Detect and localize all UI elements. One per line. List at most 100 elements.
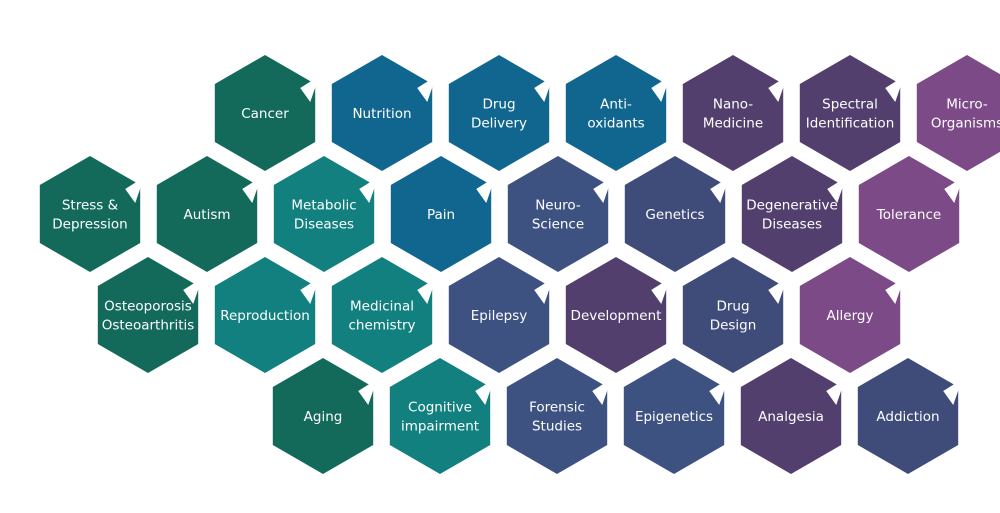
hex-notch [534, 278, 554, 304]
hex-notch [709, 379, 729, 405]
hex-label-line: Metabolic [291, 198, 356, 214]
hex-shape [214, 257, 316, 373]
hex-label-line: Osteoporosis [104, 299, 192, 315]
hex-notch [417, 76, 437, 102]
hex-neuroscience: Neuro- Science [507, 156, 613, 272]
hex-epilepsy: Epilepsy [448, 257, 554, 373]
hex-addiction: Addiction [857, 358, 963, 474]
hex-label: Anti-oxidants [587, 97, 644, 132]
hex-label: Stress &Depression [52, 198, 127, 233]
hex-shape [565, 257, 667, 373]
hex-notch [885, 278, 905, 304]
hex-notch [651, 278, 671, 304]
hex-label-line: Drug [482, 97, 515, 113]
hex-label: Cancer [241, 106, 289, 122]
hex-label-line: oxidants [587, 116, 644, 132]
hex-notch [476, 177, 496, 203]
hex-shape [331, 55, 433, 171]
hex-label-line: Anti- [600, 97, 632, 113]
hex-label-line: Genetics [645, 207, 704, 223]
hex-pain: Pain [390, 156, 496, 272]
hex-label-line: Medicinal [350, 299, 414, 315]
hex-notch [768, 278, 788, 304]
hex-notch [359, 177, 379, 203]
hex-shape [448, 257, 550, 373]
hex-notch [943, 379, 963, 405]
hex-label-line: Degenerative [746, 198, 838, 214]
hex-label: Tolerance [876, 207, 941, 223]
hex-label-line: Pain [427, 207, 455, 223]
hex-label-line: Organisms [931, 116, 1000, 132]
hex-shape [858, 156, 960, 272]
hex-notch [593, 177, 613, 203]
hex-label-line: Studies [532, 419, 582, 435]
hex-label: Genetics [645, 207, 704, 223]
hex-nutrition: Nutrition [331, 55, 437, 171]
hex-label-line: Spectral [822, 97, 878, 113]
hex-microorganisms: Micro- Organisms [916, 55, 1000, 171]
hex-shape [682, 55, 784, 171]
hex-shape [506, 358, 608, 474]
hex-notch [827, 177, 847, 203]
hex-label-line: Osteoarthritis [102, 318, 195, 334]
hex-notch [710, 177, 730, 203]
hex-shape [857, 358, 959, 474]
hex-shape [390, 156, 492, 272]
hex-label-line: Drug [716, 299, 749, 315]
hex-tolerance: Tolerance [858, 156, 964, 272]
hex-shape [331, 257, 433, 373]
hex-label-line: Addiction [876, 409, 939, 425]
hex-notch [534, 76, 554, 102]
hex-label: Autism [183, 207, 230, 223]
hex-nanomedicine: Nano-Medicine [682, 55, 788, 171]
hex-allergy: Allergy [799, 257, 905, 373]
hex-label-line: Development [571, 308, 662, 324]
hex-label-line: Delivery [471, 116, 527, 132]
hex-label: Micro- Organisms [931, 97, 1000, 132]
hex-label-line: Neuro- [535, 198, 581, 214]
hex-notch [768, 76, 788, 102]
hex-shape [97, 257, 199, 373]
hex-label-line: Science [532, 217, 584, 233]
hex-label-line: Depression [52, 217, 127, 233]
hex-shape [799, 257, 901, 373]
hex-shape [448, 55, 550, 171]
hex-shape [273, 156, 375, 272]
hex-shape [740, 358, 842, 474]
hex-notch [125, 177, 145, 203]
hex-shape [214, 55, 316, 171]
hex-shape [272, 358, 374, 474]
hex-notch [944, 177, 964, 203]
hex-notch [826, 379, 846, 405]
hex-label-line: Tolerance [876, 207, 941, 223]
hex-label-line: Nutrition [352, 106, 411, 122]
hex-aging: Aging [272, 358, 378, 474]
hex-notch [475, 379, 495, 405]
hex-epigenetics: Epigenetics [623, 358, 729, 474]
hex-label: Development [571, 308, 662, 324]
hex-shape [623, 358, 725, 474]
hex-notch [300, 278, 320, 304]
hex-shape [916, 55, 1000, 171]
hex-label: Allergy [827, 308, 874, 324]
hex-label: Pain [427, 207, 455, 223]
hex-label: Analgesia [758, 409, 824, 425]
hex-cancer: Cancer [214, 55, 320, 171]
hex-label-line: Micro- [946, 97, 988, 113]
hex-shape [682, 257, 784, 373]
hex-label-line: Identification [806, 116, 895, 132]
